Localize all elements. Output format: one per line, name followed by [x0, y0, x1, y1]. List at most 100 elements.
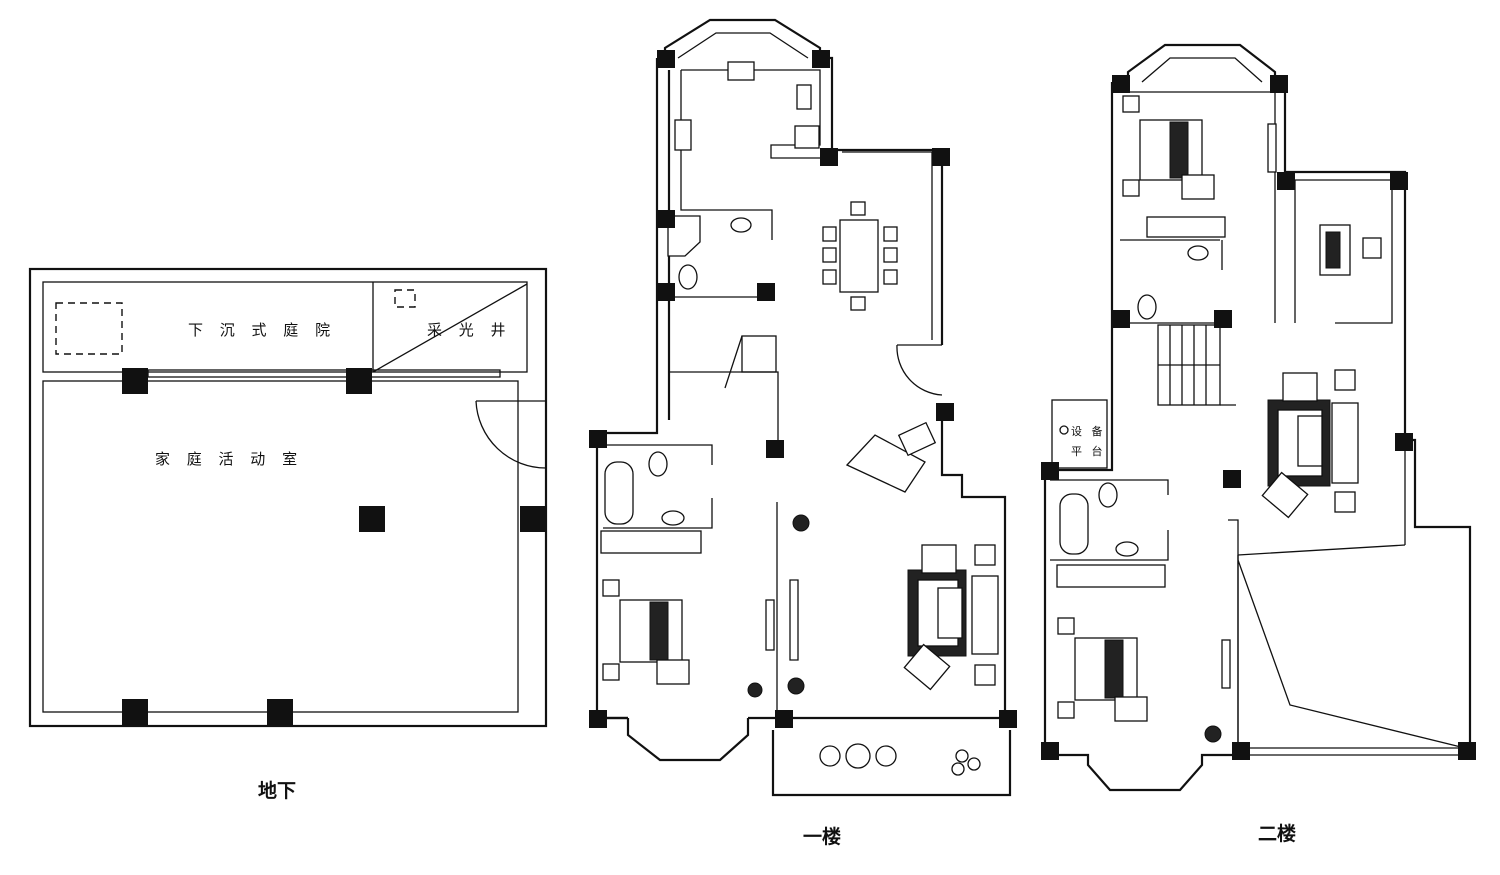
- armchair: [1282, 372, 1318, 402]
- second-floor-columns: [1041, 75, 1476, 760]
- coffee-table: [937, 587, 963, 639]
- washbasin: [730, 217, 752, 233]
- plant-icon: [955, 749, 969, 763]
- second-bath-walls: [1050, 479, 1169, 561]
- kitchen-bay-inner: [677, 32, 809, 59]
- kitchen-plant-box: [794, 125, 820, 149]
- first-stairs: [741, 335, 777, 373]
- dining-table: [839, 219, 879, 293]
- washbasin: [661, 510, 685, 526]
- plant-icon: [1204, 725, 1222, 743]
- stair-break: [724, 335, 743, 389]
- washbasin: [1115, 541, 1139, 557]
- basement-outer-wall: [28, 267, 548, 728]
- dining-chairs: [822, 201, 898, 311]
- first-corridor-wall: [776, 502, 799, 718]
- side-table: [974, 664, 996, 686]
- plant-icon: [747, 682, 763, 698]
- second-lower-door-panel: [1221, 639, 1231, 689]
- armchair: [921, 544, 957, 574]
- first-entry-door: [896, 344, 943, 396]
- nightstand: [602, 579, 620, 597]
- study-desk-top: [1325, 231, 1341, 269]
- second-void-edge: [1228, 440, 1470, 756]
- second-door-panel: [1267, 123, 1277, 173]
- terrace-chair: [819, 745, 841, 767]
- second-west-wall: [1043, 82, 1114, 755]
- terrace-chair: [875, 745, 897, 767]
- first-interior-walls: [669, 296, 779, 440]
- first-floor-columns: [589, 50, 1017, 728]
- light-well-skylight: [394, 289, 416, 308]
- column: [359, 506, 385, 532]
- second-bay-inner: [1141, 57, 1263, 83]
- basement-window-2: [369, 369, 501, 378]
- armchair: [1261, 471, 1309, 519]
- side-table: [1334, 491, 1356, 513]
- family-room-label: 家 庭 活 动 室: [155, 450, 303, 468]
- nightstand: [1122, 95, 1140, 113]
- terrace-table: [845, 743, 871, 769]
- shower-corner: [667, 215, 701, 257]
- kitchen-sink: [727, 61, 755, 81]
- first-floor-title: 一楼: [803, 825, 841, 848]
- second-stairs: [1157, 324, 1221, 406]
- second-bay-window: [1126, 43, 1277, 82]
- first-door-panel: [765, 599, 775, 651]
- plant-icon: [792, 514, 810, 532]
- light-well-label: 采 光 井: [427, 321, 512, 339]
- column: [346, 368, 372, 394]
- study-chair: [1362, 237, 1382, 259]
- first-floor-plan: 一楼: [589, 18, 1017, 848]
- bench: [1181, 174, 1215, 200]
- equipment-label-1: 设 备: [1071, 424, 1106, 438]
- equipment-platform: [1051, 399, 1108, 469]
- second-south-bay: [1045, 753, 1240, 792]
- column: [122, 699, 148, 725]
- piano-bench: [897, 421, 937, 457]
- first-terrace: [771, 730, 1012, 797]
- upper-sofa-side: [1331, 402, 1359, 484]
- courtyard-skylight: [55, 302, 123, 355]
- nightstand: [602, 663, 620, 681]
- basement-window-1: [147, 369, 349, 378]
- nightstand: [1122, 179, 1140, 197]
- kitchen-fridge: [796, 84, 812, 110]
- family-room-wall: [42, 380, 519, 713]
- bed-pillow: [1104, 639, 1124, 699]
- plant-icon: [787, 677, 805, 695]
- second-floor-title: 二楼: [1258, 822, 1296, 845]
- toilet: [648, 451, 668, 477]
- second-lower-wardrobe: [1056, 564, 1166, 588]
- first-wardrobe: [600, 530, 702, 554]
- grand-piano: [845, 434, 926, 493]
- kitchen-lower-wall: [680, 70, 773, 240]
- toilet: [1098, 482, 1118, 508]
- bench: [656, 659, 690, 685]
- second-floor-plan: 设 备 平 台: [1041, 43, 1476, 845]
- column: [122, 368, 148, 394]
- second-void-area: [1237, 544, 1466, 755]
- bedroom-bay-window: [626, 718, 750, 762]
- bench: [1114, 696, 1148, 722]
- basement-door: [475, 400, 547, 469]
- upper-coffee-table: [1297, 415, 1323, 467]
- toilet: [678, 264, 698, 290]
- toilet: [1137, 294, 1157, 320]
- nightstand: [1057, 701, 1075, 719]
- courtyard-strip: [42, 281, 528, 373]
- armchair: [903, 643, 951, 691]
- bathtub: [604, 461, 634, 525]
- kitchen-bay-window: [663, 18, 822, 58]
- plant-icon: [967, 757, 981, 771]
- nightstand: [1057, 617, 1075, 635]
- plant-icon: [951, 762, 965, 776]
- basement-plan: 下 沉 式 庭 院 采 光 井 家 庭 活 动 室 地下: [28, 267, 548, 802]
- second-interior-walls: [1120, 239, 1236, 406]
- equipment-outlet: [1059, 425, 1069, 435]
- first-bath-walls: [603, 444, 713, 529]
- study-walls: [1294, 179, 1393, 324]
- bed-pillow: [649, 601, 669, 661]
- washbasin: [1187, 245, 1209, 261]
